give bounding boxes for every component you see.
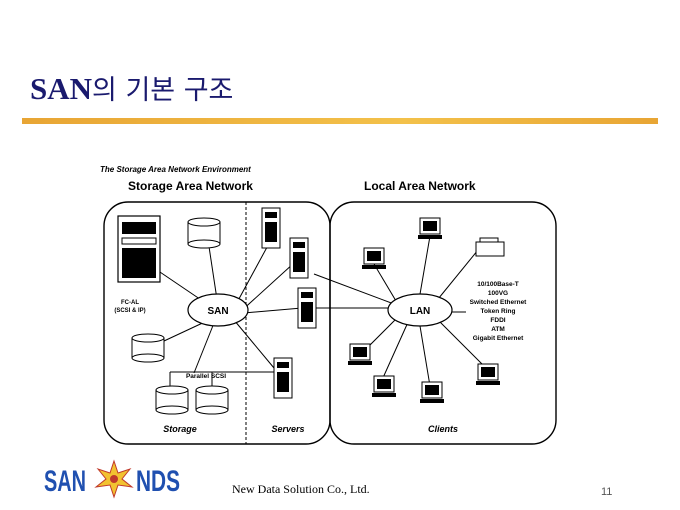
connection-lines	[148, 235, 487, 387]
lan-type-item: ATM	[491, 326, 505, 333]
logo-star-icon	[94, 459, 134, 499]
clients-label: Clients	[428, 424, 458, 434]
servers-label: Servers	[271, 424, 304, 434]
title-kr: 의 기본 구조	[92, 75, 234, 106]
fcal-label: FC-AL	[121, 300, 139, 306]
client-icon-bottom-2	[420, 381, 444, 403]
diagram-caption: The Storage Area Network Environment	[100, 165, 251, 174]
lan-type-item: Token Ring	[481, 308, 516, 315]
slide-title: SAN의 기본 구조	[30, 68, 233, 107]
lan-type-item: 100VG	[488, 290, 508, 297]
lan-type-item: FDDI	[490, 317, 505, 324]
server-icon-1	[261, 207, 281, 249]
disk-icon-scsi-2	[195, 385, 229, 415]
server-icon-2	[289, 237, 309, 279]
right-heading: Local Area Network	[364, 179, 476, 193]
storage-label: Storage	[163, 424, 197, 434]
san-diagram: The Storage Area Network Environment Sto…	[100, 165, 557, 445]
lan-type-item: Switched Ethernet	[470, 299, 528, 306]
disk-icon-scsi-1	[155, 385, 189, 415]
disk-icon-middle	[131, 333, 165, 363]
disk-icon-top	[187, 217, 221, 249]
san-label: SAN	[207, 306, 228, 317]
printer-icon	[475, 237, 505, 257]
company-footer: New Data Solution Co., Ltd.	[232, 482, 370, 496]
lan-cloud	[387, 293, 453, 327]
client-icon-bottom-1	[372, 375, 396, 397]
lan-type-item: Gigabit Ethernet	[473, 335, 524, 342]
title-rule	[22, 118, 658, 124]
client-icon-lower-left	[348, 343, 372, 365]
storage-array-icon	[117, 215, 161, 283]
logo-left-text: SAN	[44, 465, 86, 498]
left-heading: Storage Area Network	[128, 179, 253, 193]
client-icon-top	[418, 217, 442, 239]
company-logo: SAN NDS	[44, 459, 180, 499]
logo-right-text: NDS	[136, 465, 180, 498]
fcal-sublabel: (SCSI & IP)	[114, 308, 145, 314]
page-number: 11	[601, 486, 613, 498]
client-icon-left	[362, 247, 386, 269]
lan-type-item: 10/100Base-T	[477, 281, 519, 288]
parallel-scsi-label: Parallel SCSI	[186, 373, 226, 380]
lan-label: LAN	[410, 306, 431, 317]
client-icon-right	[476, 363, 500, 385]
lan-types-list: 10/100Base-T 100VG Switched Ethernet Tok…	[470, 281, 528, 342]
server-icon-4	[273, 357, 293, 399]
lan-panel	[329, 201, 557, 445]
server-icon-3	[297, 287, 317, 329]
title-en: SAN	[30, 71, 93, 106]
san-cloud	[187, 293, 249, 327]
